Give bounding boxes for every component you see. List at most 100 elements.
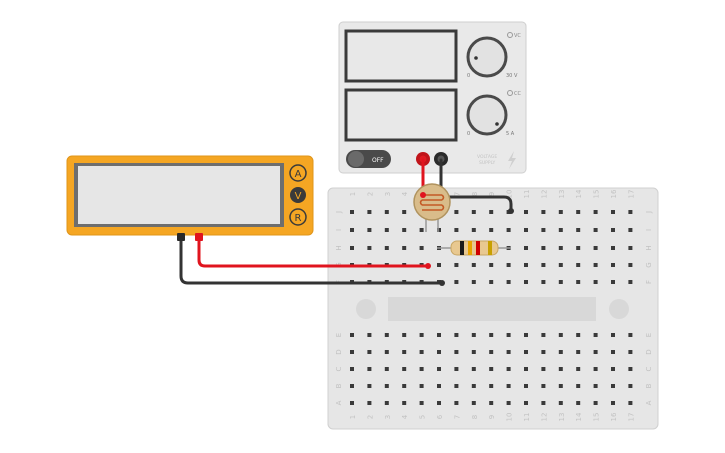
breadboard-hole[interactable]	[489, 350, 494, 354]
breadboard-hole[interactable]	[350, 401, 354, 405]
breadboard-hole[interactable]	[558, 401, 563, 405]
breadboard-hole[interactable]	[350, 384, 354, 388]
mode-r-button[interactable]: R	[289, 208, 307, 226]
breadboard-hole[interactable]	[367, 333, 372, 337]
breadboard-hole[interactable]	[558, 228, 563, 232]
breadboard-hole[interactable]	[558, 333, 563, 337]
breadboard-hole[interactable]	[350, 367, 354, 371]
breadboard-hole[interactable]	[558, 384, 563, 388]
breadboard-hole[interactable]	[350, 210, 354, 214]
breadboard-hole[interactable]	[524, 228, 528, 232]
breadboard-hole[interactable]	[489, 384, 494, 388]
breadboard-hole[interactable]	[524, 333, 528, 337]
breadboard-hole[interactable]	[489, 210, 494, 214]
breadboard-hole[interactable]	[471, 367, 476, 371]
breadboard-hole[interactable]	[384, 350, 389, 354]
breadboard-hole[interactable]	[628, 384, 633, 388]
breadboard-hole[interactable]	[558, 367, 563, 371]
breadboard-hole[interactable]	[576, 246, 581, 250]
breadboard-hole[interactable]	[402, 228, 407, 232]
breadboard-hole[interactable]	[576, 384, 581, 388]
breadboard-hole[interactable]	[611, 228, 615, 232]
breadboard-hole[interactable]	[524, 384, 528, 388]
breadboard-hole[interactable]	[576, 210, 581, 214]
breadboard-hole[interactable]	[471, 263, 476, 267]
mode-a-button[interactable]: A	[289, 164, 307, 182]
breadboard-hole[interactable]	[454, 280, 459, 284]
breadboard-hole[interactable]	[541, 401, 546, 405]
breadboard-hole[interactable]	[402, 401, 407, 405]
breadboard-hole[interactable]	[419, 246, 424, 250]
breadboard-hole[interactable]	[489, 401, 494, 405]
breadboard-hole[interactable]	[489, 263, 494, 267]
breadboard-hole[interactable]	[367, 246, 372, 250]
breadboard-hole[interactable]	[367, 228, 372, 232]
breadboard-hole[interactable]	[611, 350, 615, 354]
breadboard-hole[interactable]	[454, 401, 459, 405]
breadboard-hole[interactable]	[541, 350, 546, 354]
breadboard-hole[interactable]	[384, 401, 389, 405]
breadboard-hole[interactable]	[593, 367, 598, 371]
breadboard-hole[interactable]	[524, 367, 528, 371]
breadboard-hole[interactable]	[454, 384, 459, 388]
breadboard-hole[interactable]	[541, 210, 546, 214]
breadboard-hole[interactable]	[524, 350, 528, 354]
breadboard-hole[interactable]	[350, 246, 354, 250]
breadboard-hole[interactable]	[541, 263, 546, 267]
breadboard-hole[interactable]	[524, 280, 528, 284]
breadboard-hole[interactable]	[611, 367, 615, 371]
breadboard-hole[interactable]	[471, 228, 476, 232]
breadboard-hole[interactable]	[593, 384, 598, 388]
breadboard-hole[interactable]	[541, 280, 546, 284]
breadboard-hole[interactable]	[541, 246, 546, 250]
breadboard-hole[interactable]	[402, 367, 407, 371]
breadboard-hole[interactable]	[611, 333, 615, 337]
breadboard-hole[interactable]	[419, 350, 424, 354]
breadboard-hole[interactable]	[576, 401, 581, 405]
breadboard-hole[interactable]	[419, 333, 424, 337]
breadboard-hole[interactable]	[506, 228, 511, 232]
power-switch[interactable]: OFF	[346, 150, 391, 168]
breadboard-hole[interactable]	[541, 333, 546, 337]
breadboard-hole[interactable]	[384, 210, 389, 214]
multimeter[interactable]: A V R	[66, 155, 314, 241]
breadboard-hole[interactable]	[471, 280, 476, 284]
breadboard-hole[interactable]	[489, 280, 494, 284]
breadboard-hole[interactable]	[350, 350, 354, 354]
breadboard-hole[interactable]	[367, 350, 372, 354]
breadboard-hole[interactable]	[454, 263, 459, 267]
breadboard-hole[interactable]	[471, 333, 476, 337]
breadboard-hole[interactable]	[541, 384, 546, 388]
breadboard-hole[interactable]	[454, 333, 459, 337]
breadboard-hole[interactable]	[524, 401, 528, 405]
breadboard-hole[interactable]	[558, 263, 563, 267]
breadboard-hole[interactable]	[454, 367, 459, 371]
breadboard-hole[interactable]	[524, 263, 528, 267]
breadboard-hole[interactable]	[593, 333, 598, 337]
breadboard-hole[interactable]	[402, 350, 407, 354]
breadboard-hole[interactable]	[454, 210, 459, 214]
breadboard-hole[interactable]	[437, 367, 441, 371]
breadboard-hole[interactable]	[506, 263, 511, 267]
breadboard-hole[interactable]	[402, 384, 407, 388]
breadboard-hole[interactable]	[628, 280, 633, 284]
breadboard-hole[interactable]	[384, 246, 389, 250]
breadboard-hole[interactable]	[402, 333, 407, 337]
breadboard-hole[interactable]	[541, 367, 546, 371]
breadboard-hole[interactable]	[437, 228, 441, 232]
breadboard-hole[interactable]	[593, 280, 598, 284]
breadboard-hole[interactable]	[402, 246, 407, 250]
breadboard-hole[interactable]	[437, 384, 441, 388]
breadboard-hole[interactable]	[506, 367, 511, 371]
breadboard-hole[interactable]	[384, 333, 389, 337]
red-probe-jack[interactable]	[195, 233, 203, 241]
breadboard-hole[interactable]	[437, 333, 441, 337]
breadboard-hole[interactable]	[454, 228, 459, 232]
meter-black-lead[interactable]	[179, 236, 444, 285]
breadboard-hole[interactable]	[611, 210, 615, 214]
breadboard-hole[interactable]	[350, 333, 354, 337]
meter-red-lead[interactable]	[197, 236, 430, 268]
breadboard-hole[interactable]	[506, 384, 511, 388]
breadboard-hole[interactable]	[454, 350, 459, 354]
